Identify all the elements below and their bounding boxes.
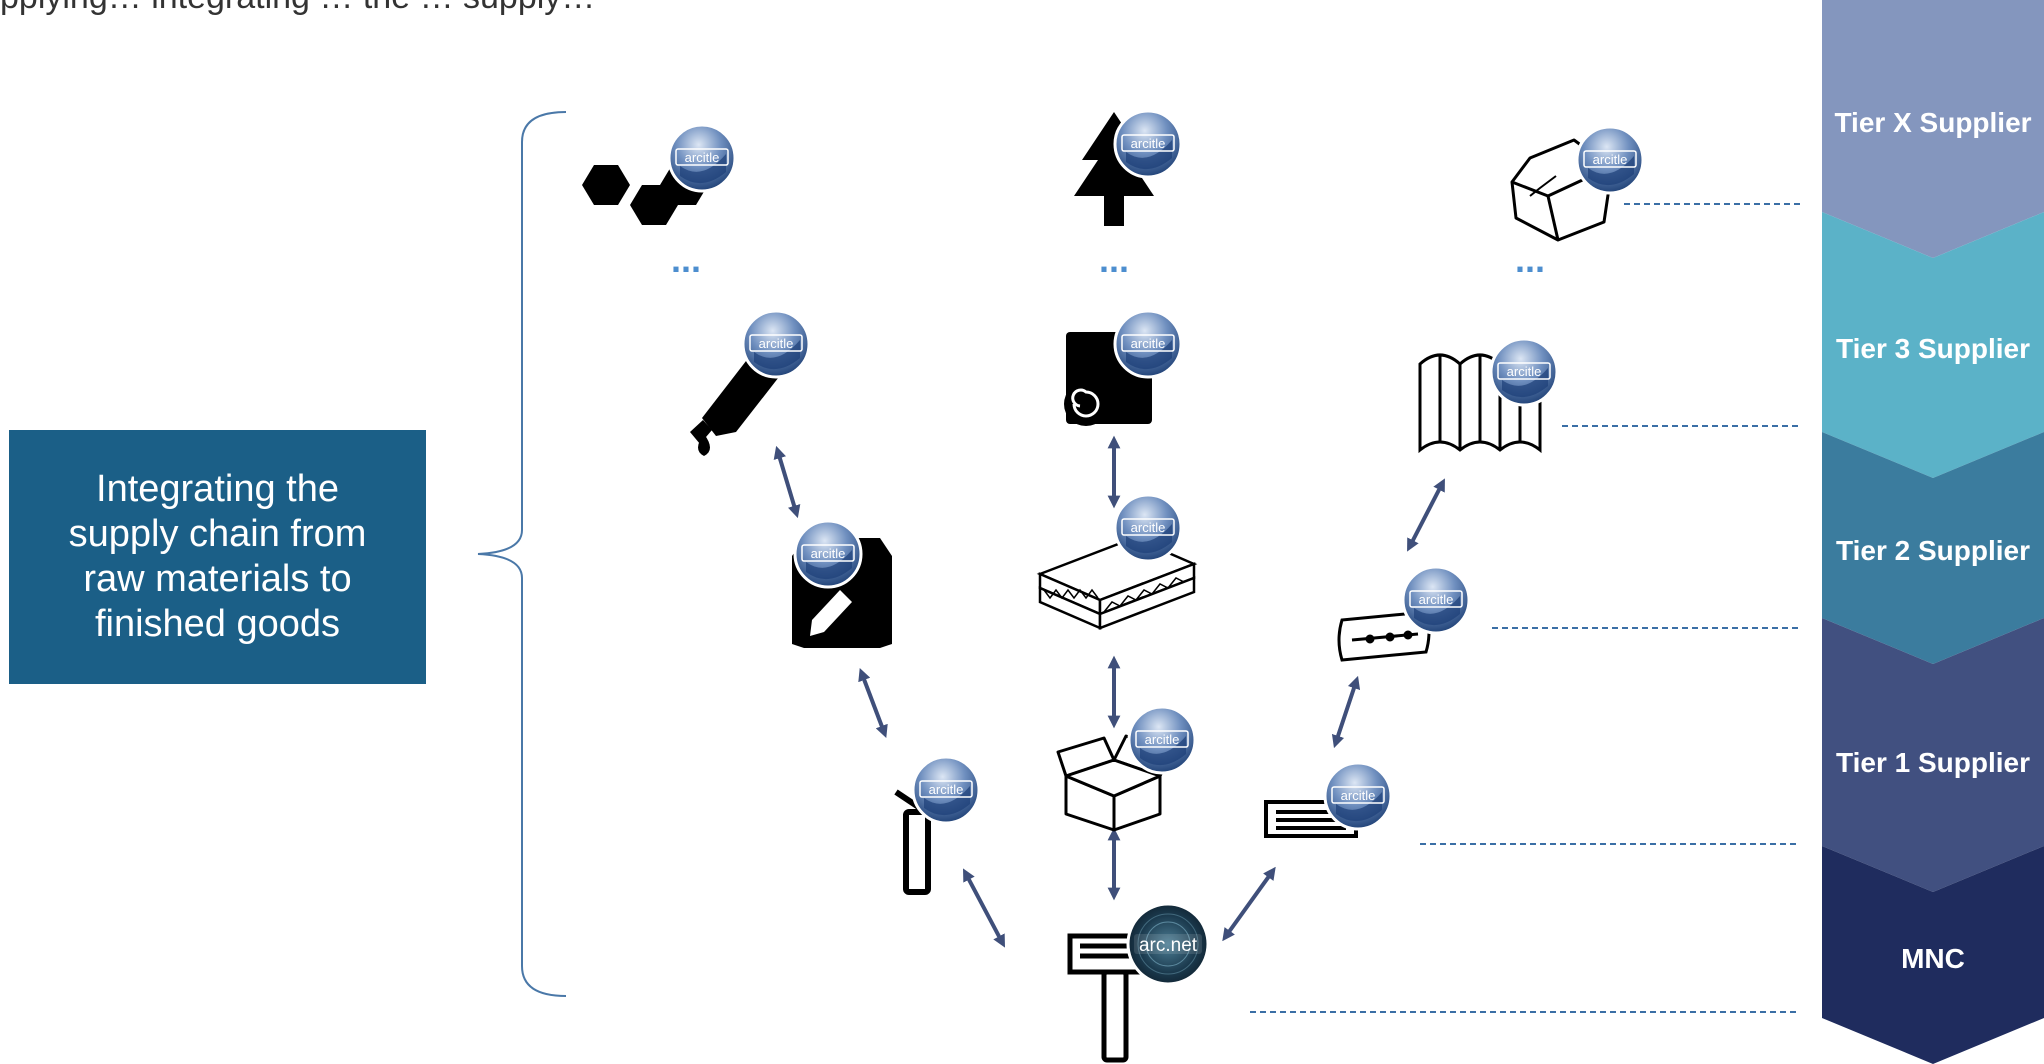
arrow-ink-pen [773,445,801,519]
tier-chevron-mnc [1822,846,2044,1064]
supplier-badge-layer: arcitle arcitle arcitle arcitle arcitle arcit… [667,109,1645,831]
arcitle-badge: arcitle [1401,565,1471,635]
razor-handle-icon [894,789,931,895]
arcitle-badge: arcitle [1113,109,1183,179]
arcitle-badge-text: arcitle [1507,364,1542,379]
ellipsis-center: ... [1099,239,1129,280]
tier-labels: Tier X Supplier Tier 3 Supplier Tier 2 S… [1834,107,2031,974]
tier-label-3: Tier 3 Supplier [1836,333,2030,364]
arcitle-badge-text: arcitle [1419,592,1454,607]
arcitle-badge: arcitle [667,123,737,193]
tier-label-2: Tier 2 Supplier [1836,535,2030,566]
arcitle-badge-text: arcitle [811,546,846,561]
tier-chevron-3 [1822,212,2044,478]
arcitle-badge-text: arcitle [1593,152,1628,167]
arcitle-badge-text: arcitle [1341,788,1376,803]
arrow-handle-razor [963,868,1005,948]
arcitle-badge-text: arcitle [1145,732,1180,747]
summary-callout-box: Integrating the supply chain from raw ma… [9,430,426,684]
arcitle-badge: arcitle [911,755,981,825]
tier-chevron-1 [1822,618,2044,892]
header-cut-text: pplying… integrating … the … supply… [0,0,595,17]
arcitle-badge: arcitle [1575,125,1645,195]
summary-callout-text: Integrating the supply chain from raw ma… [68,468,367,645]
arcitle-badge-text: arcitle [929,782,964,797]
arcitle-badge: arcitle [1113,493,1183,563]
arcitle-badge-text: arcitle [1131,336,1166,351]
arrow-sheet-blade [1407,478,1445,552]
razor-blade-icon [1337,610,1431,662]
tier-label-1: Tier 1 Supplier [1836,747,2030,778]
tier-chevron-2 [1822,432,2044,664]
ellipsis-right: ... [1515,239,1545,280]
arcitle-badge-text: arcitle [1131,520,1166,535]
tier-dashed-lines [1250,203,1800,1013]
arcitle-badge-text: arcitle [685,150,720,165]
arrow-pen-handle [858,668,888,738]
mnc-badge-text: arc.net [1139,935,1198,956]
arcitle-badge: arcitle [1489,337,1559,407]
left-brace [477,111,567,997]
arcitle-badge: arcitle [793,519,863,589]
tier-chevron-x [1822,0,2044,258]
arrow-cartridge-razor [1222,866,1276,942]
flow-arrows [773,435,1445,948]
arrow-blade-cartridge [1331,675,1361,749]
arcitle-badge-text: arcitle [1131,136,1166,151]
arcitle-badge-text: arcitle [759,336,794,351]
ellipsis-left: ... [671,239,701,280]
tier-label-mnc: MNC [1901,943,1965,974]
arcitle-badge: arcitle [741,309,811,379]
tier-chevron-band [1822,0,2044,1064]
tier-label-x: Tier X Supplier [1834,107,2031,138]
mnc-badge: arc.net [1126,902,1210,986]
arcitle-badge: arcitle [1127,705,1197,775]
arcitle-badge: arcitle [1113,309,1183,379]
arcitle-badge: arcitle [1323,761,1393,831]
